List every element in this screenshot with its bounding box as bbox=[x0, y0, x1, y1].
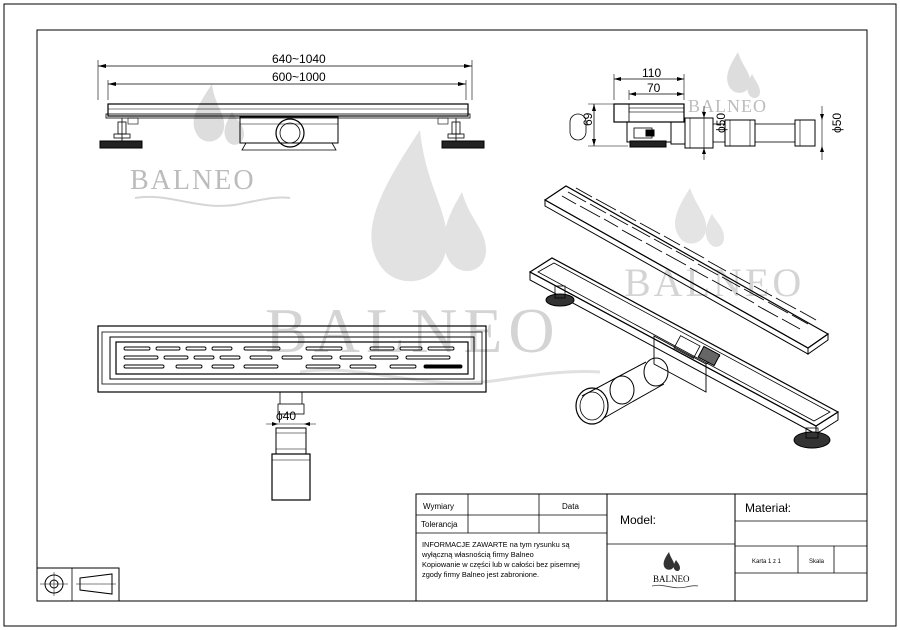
label-tolerancja: Tolerancja bbox=[421, 520, 458, 529]
dimension-label-overall: 640~1040 bbox=[272, 52, 326, 66]
bottom-outlet-pipe-lower bbox=[271, 453, 311, 501]
plan-grate-slots bbox=[123, 346, 463, 369]
watermark-drop-icon bbox=[675, 188, 724, 247]
dimension-label-diameter-1: ϕ50 bbox=[714, 113, 728, 133]
outlet-pipe-end bbox=[275, 118, 305, 148]
dimension-label-height: 69 bbox=[581, 112, 595, 126]
logo-text: BALNEO bbox=[653, 574, 690, 584]
isometric-grate bbox=[543, 185, 830, 355]
channel-profile bbox=[613, 103, 685, 123]
outlet-pipe-section-2 bbox=[724, 119, 756, 147]
dimension-label-diameter-bottom: ϕ40 bbox=[276, 409, 296, 423]
foot-pad-right bbox=[441, 140, 485, 149]
notice-line-4: zgody firmy Balneo jest zabronione. bbox=[422, 570, 539, 579]
water-drop-icon bbox=[663, 552, 680, 572]
outer-border bbox=[3, 3, 897, 627]
watermark-wave bbox=[299, 368, 601, 385]
foot-pad-left bbox=[99, 140, 143, 149]
notice-line-3: Kopiowanie w części lub w całości bez pi… bbox=[422, 560, 580, 569]
front-elevation-view bbox=[97, 60, 485, 151]
watermark-group: BALNEO BALNEO BALNEO BALNEO bbox=[130, 52, 801, 385]
foot-pad-side bbox=[629, 140, 667, 148]
bottom-outlet-pipe bbox=[275, 427, 307, 455]
notice-line-2: wyłączną własnością firmy Balneo bbox=[421, 550, 534, 559]
watermark-drop-icon bbox=[727, 52, 760, 99]
channel-body-side bbox=[107, 103, 469, 117]
dimension-label-width-outer: 110 bbox=[642, 66, 661, 80]
first-angle-projection-icon bbox=[40, 572, 116, 596]
watermark-drop-icon bbox=[193, 84, 244, 145]
label-wymiary: Wymiary bbox=[423, 502, 454, 511]
isometric-outlet-pipe bbox=[643, 357, 669, 387]
dimension-label-diameter-2: ϕ50 bbox=[830, 113, 844, 133]
dimension-label-inner: 600~1000 bbox=[272, 70, 326, 84]
plan-outer-frame bbox=[97, 325, 487, 393]
plan-view bbox=[97, 325, 487, 501]
label-data: Data bbox=[562, 502, 579, 511]
plan-grate bbox=[115, 341, 469, 375]
outlet-pipe-section-1 bbox=[684, 117, 714, 149]
label-model: Model: bbox=[620, 513, 656, 527]
watermark-text-small-left: BALNEO bbox=[130, 165, 256, 196]
label-material: Materiał: bbox=[745, 501, 791, 515]
outlet-housing bbox=[239, 116, 339, 144]
isometric-view bbox=[528, 185, 840, 449]
side-section-view bbox=[569, 74, 824, 160]
watermark-wave bbox=[134, 195, 291, 207]
notice-line-1: INFORMACJE ZAWARTE na tym rysunku są bbox=[422, 540, 570, 549]
bottom-outlet-collar bbox=[277, 403, 305, 415]
watermark-text-large: BALNEO bbox=[265, 295, 561, 366]
projection-symbol-box bbox=[36, 567, 120, 602]
watermark-drop-icon bbox=[371, 130, 486, 282]
label-sheet: Karta 1 z 1 bbox=[752, 559, 782, 565]
label-scale: Skala bbox=[809, 559, 825, 565]
logo-wave bbox=[651, 584, 699, 589]
watermark-text-small-right: BALNEO bbox=[688, 96, 767, 116]
isometric-channel bbox=[528, 257, 840, 449]
dimension-label-width-inner: 70 bbox=[647, 81, 661, 95]
title-block bbox=[415, 493, 868, 602]
